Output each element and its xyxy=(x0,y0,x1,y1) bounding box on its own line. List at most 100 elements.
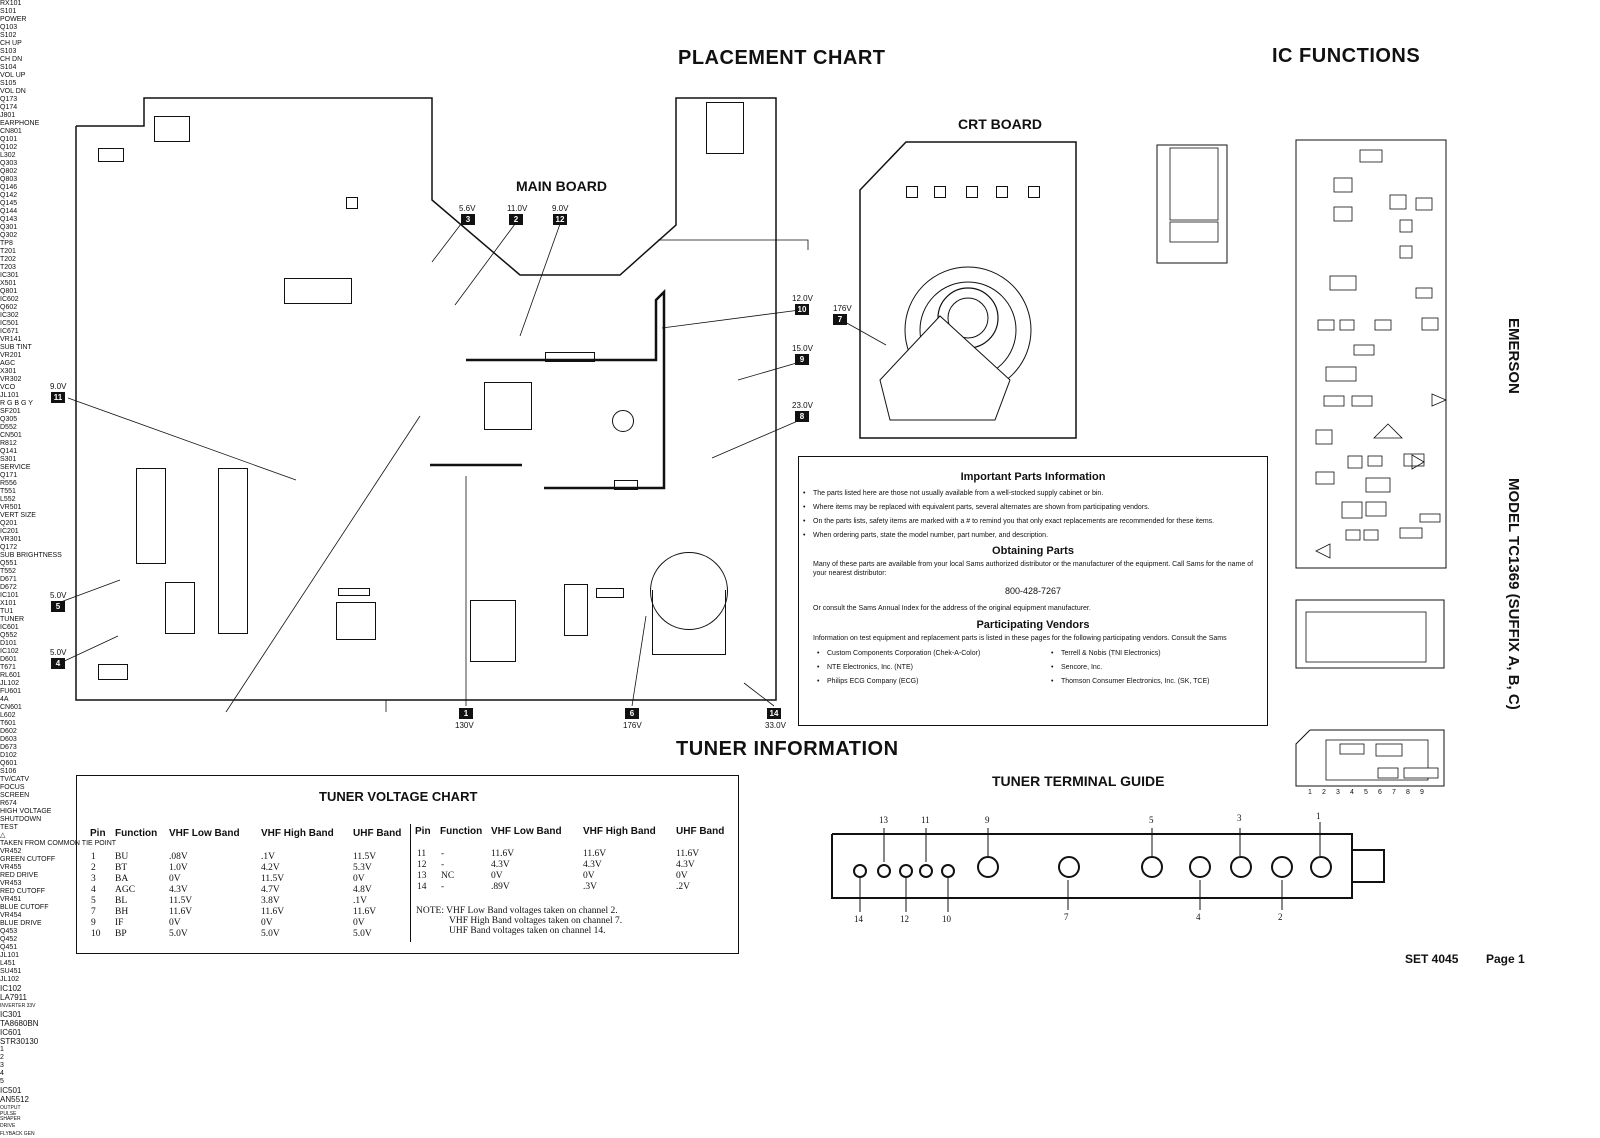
terminal-7 xyxy=(1058,856,1080,878)
tp-4-badge: 4 xyxy=(51,658,65,669)
terminal-num-1: 1 xyxy=(1316,811,1321,821)
vr455-trimmer xyxy=(996,186,1008,198)
tp-5-volt: 5.0V xyxy=(50,591,67,600)
vr451-label: VR451 xyxy=(0,896,22,903)
tp-7-volt: 176V xyxy=(833,304,852,313)
triangle-icon: △ xyxy=(0,832,6,839)
cn601-label: CN601 xyxy=(0,704,22,711)
tp-6-volt: 176V xyxy=(623,721,642,730)
tp-14-volt: 33.0V xyxy=(765,721,786,730)
q141-label: Q141 xyxy=(0,448,18,455)
s102-label: S102 xyxy=(0,32,17,39)
r812-label: R812 xyxy=(0,440,17,447)
tp-10-volt: 12.0V xyxy=(792,294,813,303)
l552-label: L552 xyxy=(0,496,16,503)
ic601-name: IC601 xyxy=(0,1028,22,1037)
tp-11-badge: 11 xyxy=(51,392,65,403)
header-uhf: UHF Band xyxy=(676,826,725,837)
s301-label: S301 xyxy=(0,456,17,463)
l552-component xyxy=(612,410,634,432)
vendor-item: Philips ECG Company (ECG) xyxy=(817,677,1047,686)
ic301-component xyxy=(284,278,352,304)
tp-2-volt: 11.0V xyxy=(507,204,528,213)
q103-label: Q103 xyxy=(0,24,18,31)
rx101-label: RX101 xyxy=(0,0,22,7)
vr201-label: VR201 xyxy=(0,352,22,359)
tuner-information-title: TUNER INFORMATION xyxy=(676,738,899,760)
q143-label: Q143 xyxy=(0,216,18,223)
l451-label: L451 xyxy=(0,960,16,967)
consult-text: Or consult the Sams Annual Index for the… xyxy=(813,605,1091,612)
ic501-part: AN5512 xyxy=(0,1095,29,1104)
s106-label: S106 xyxy=(0,768,17,775)
header-function: Function xyxy=(440,826,483,837)
d671-label: D671 xyxy=(0,576,17,583)
tp-10-badge: 10 xyxy=(795,304,809,315)
s104-label: S104 xyxy=(0,64,17,71)
terminal-num-3: 3 xyxy=(1237,813,1242,823)
tp-7-badge: 7 xyxy=(833,314,847,325)
s103-label: S103 xyxy=(0,48,17,55)
terminal-num-10: 10 xyxy=(942,914,951,924)
t601-label: T601 xyxy=(0,720,16,727)
tu1-component xyxy=(218,468,248,634)
s101-label: S101 xyxy=(0,8,17,15)
ic301-name: IC301 xyxy=(0,1010,22,1019)
crt-jl102-label: JL102 xyxy=(0,976,20,983)
ic301-label: IC301 xyxy=(0,272,19,279)
s101-component xyxy=(98,148,124,162)
sub-brightness-label: SUB BRIGHTNESS xyxy=(0,552,62,559)
crt-jl101-label: JL101 xyxy=(0,952,20,959)
r556-label: R556 xyxy=(0,480,17,487)
header-uhf: UHF Band xyxy=(353,828,402,839)
vendors-heading: Participating Vendors xyxy=(976,619,1090,631)
t671-body xyxy=(652,590,726,655)
earphone-label: EARPHONE xyxy=(0,120,40,127)
ic101-component xyxy=(136,468,166,564)
parts-bullet-1: The parts listed here are those not usua… xyxy=(803,489,1267,498)
terminal-3 xyxy=(1230,856,1252,878)
vr454-trimmer xyxy=(1028,186,1040,198)
tv-catv-label: TV/CATV xyxy=(0,776,30,783)
jl101-label: JL101 xyxy=(0,392,20,399)
jl102-component xyxy=(596,588,624,598)
d601-label: D601 xyxy=(0,656,17,663)
tp-14-badge: 14 xyxy=(767,708,781,719)
tp-1-volt: 130V xyxy=(455,721,474,730)
tp-12-volt: 9.0V xyxy=(552,204,569,213)
ic601-board-label: IC601 xyxy=(0,624,19,631)
q802-label: Q802 xyxy=(0,168,18,175)
sf201-label: SF201 xyxy=(0,408,21,415)
tp-8-volt: 23.0V xyxy=(792,401,813,410)
q803-label: Q803 xyxy=(0,176,18,183)
vr453-trimmer xyxy=(906,186,918,198)
obtaining-parts-heading: Obtaining Parts xyxy=(992,545,1074,557)
q145-label: Q145 xyxy=(0,200,18,207)
x301-label: X301 xyxy=(0,368,17,375)
vr451-trimmer xyxy=(966,186,978,198)
l302-label: L302 xyxy=(0,152,16,159)
main-board-title: MAIN BOARD xyxy=(516,178,607,194)
q453-label: Q453 xyxy=(0,928,18,935)
ic601-part: STR30130 xyxy=(0,1037,39,1046)
phone-number: 800-428-7267 xyxy=(1004,586,1062,596)
ic501-pulse-shaper-block: PULSE SHAPER xyxy=(0,1111,21,1122)
q102-label: Q102 xyxy=(0,144,18,151)
ch-up-label: CH UP xyxy=(0,40,22,47)
j801-label: J801 xyxy=(0,112,16,119)
red-cutoff-label: RED CUTOFF xyxy=(0,888,45,895)
t552-label: T552 xyxy=(0,568,16,575)
t202-label: T202 xyxy=(0,256,16,263)
note-line-2: VHF High Band voltages taken on channel … xyxy=(449,916,623,926)
service-label: SERVICE xyxy=(0,464,31,471)
vr452-label: VR452 xyxy=(0,848,22,855)
q551-label: Q551 xyxy=(0,560,18,567)
rx101-component xyxy=(154,116,190,142)
important-parts-heading: Important Parts Information xyxy=(960,471,1106,483)
vr301-label: VR301 xyxy=(0,536,22,543)
t671-component xyxy=(650,552,728,630)
t201-label: T201 xyxy=(0,248,16,255)
ic501-component xyxy=(545,352,595,362)
terminal-4 xyxy=(1189,856,1211,878)
